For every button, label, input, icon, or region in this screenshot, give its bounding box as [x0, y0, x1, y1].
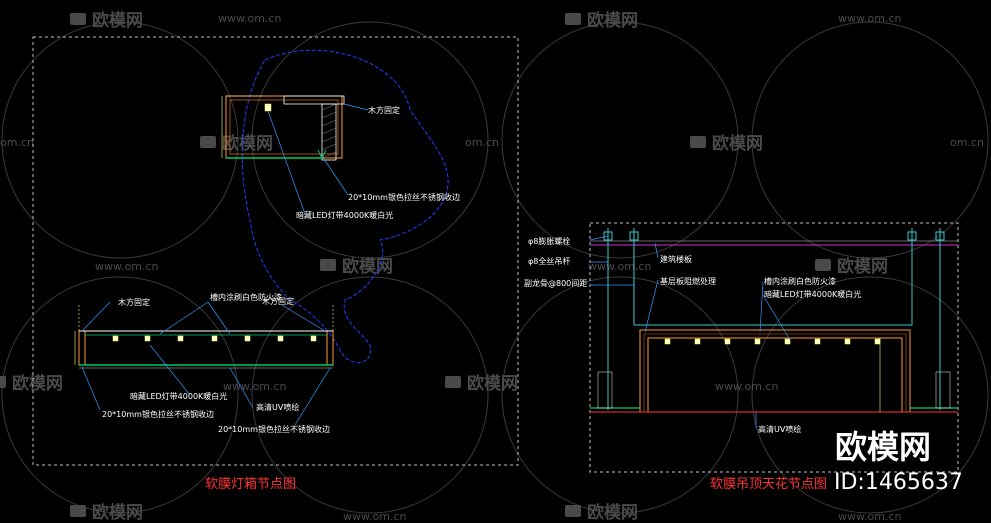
watermark-logos: 欧模网 欧模网 欧模网 欧模网 欧模网 欧模网 欧模网 欧模网 [0, 10, 984, 523]
svg-text:欧模网: 欧模网 [712, 133, 763, 154]
svg-text:欧模网: 欧模网 [587, 10, 638, 31]
svg-text:欧模网: 欧模网 [92, 502, 143, 523]
watermark-logo: 欧模网 [565, 502, 638, 523]
watermark-url: www.om.cn [343, 510, 406, 523]
label-bolt: φ8膨胀螺栓 [528, 236, 570, 246]
light-box-section [74, 305, 334, 369]
watermark-logo: 欧模网 [690, 133, 763, 154]
watermark-url: www.om.cn [838, 12, 901, 25]
label-uv-film-left: 高清UV喷绘 [256, 402, 299, 412]
label-keel: 副龙骨@800间距 [524, 278, 587, 288]
label-fixing-top: 木方固定 [368, 105, 400, 115]
brand-id: ID:1465637 [834, 470, 963, 495]
light-box-leaders [81, 301, 331, 426]
label-rod: φ8全丝吊杆 [528, 256, 570, 266]
ceiling-section [590, 228, 958, 413]
label-paint-right: 槽内涂刷白色防火漆 [764, 276, 836, 286]
label-led-top: 暗藏LED灯带4000K暖白光 [296, 210, 393, 220]
watermark-logo: 欧模网 [320, 256, 393, 277]
svg-text:欧模网: 欧模网 [222, 133, 273, 154]
watermark-url: www.om.cn [588, 260, 651, 273]
label-fixing-left: 木方固定 [118, 297, 150, 307]
label-uv-film-right: 高清UV喷绘 [758, 424, 801, 434]
label-paint-left: 槽内涂刷白色防火漆 [210, 292, 282, 302]
label-led-right: 暗藏LED灯带4000K暖白光 [764, 289, 861, 299]
watermark-logo: 欧模网 [200, 133, 273, 154]
led-marks [112, 335, 317, 342]
watermark-url: om.cn [0, 136, 34, 149]
label-steel-strip-bottom: 20*10mm银色拉丝不锈钢收边 [218, 424, 330, 434]
watermark-url: om.cn [465, 136, 499, 149]
left-detail-callout [221, 49, 449, 364]
watermark-url: www.om.cn [95, 260, 158, 273]
watermark-url: om.cn [950, 136, 984, 149]
label-steel-strip-left: 20*10mm银色拉丝不锈钢收边 [102, 409, 214, 419]
svg-text:欧模网: 欧模网 [92, 10, 143, 31]
watermark-logo: 欧模网 [70, 502, 143, 523]
label-base-board: 基层板阻燃处理 [660, 276, 716, 286]
svg-text:欧模网: 欧模网 [587, 502, 638, 523]
label-led-bottom: 暗藏LED灯带4000K暖白光 [130, 391, 227, 401]
right-drawing-title: 软膜吊顶天花节点图 [710, 476, 827, 492]
watermark-url: www.om.cn [838, 510, 901, 523]
watermark-logo: 欧模网 [565, 10, 638, 31]
watermark-url: www.om.cn [223, 380, 286, 393]
svg-text:欧模网: 欧模网 [342, 256, 393, 277]
label-fixing-right: 木方固定 [262, 296, 294, 306]
ceiling-led-marks [664, 338, 881, 345]
ceiling-leaders [589, 235, 791, 428]
svg-text:欧模网: 欧模网 [467, 373, 518, 394]
watermark-logo: 欧模网 [0, 373, 63, 394]
left-frame [32, 36, 519, 466]
brand-name: 欧模网 [835, 428, 931, 466]
watermark-url: www.om.cn [715, 380, 778, 393]
svg-text:欧模网: 欧模网 [837, 256, 888, 277]
watermark-logo: 欧模网 [70, 10, 143, 31]
watermark-circles [1, 21, 989, 514]
watermark-url: www.om.cn [218, 12, 281, 25]
label-steel-strip-top: 20*10mm银色拉丝不锈钢收边 [348, 192, 460, 202]
watermark-logo: 欧模网 [815, 256, 888, 277]
label-slab: 建筑楼板 [660, 254, 692, 264]
right-frame [589, 222, 959, 473]
svg-text:欧模网: 欧模网 [12, 373, 63, 394]
left-drawing-title: 软膜灯箱节点图 [205, 476, 296, 492]
watermark-logo: 欧模网 [445, 373, 518, 394]
